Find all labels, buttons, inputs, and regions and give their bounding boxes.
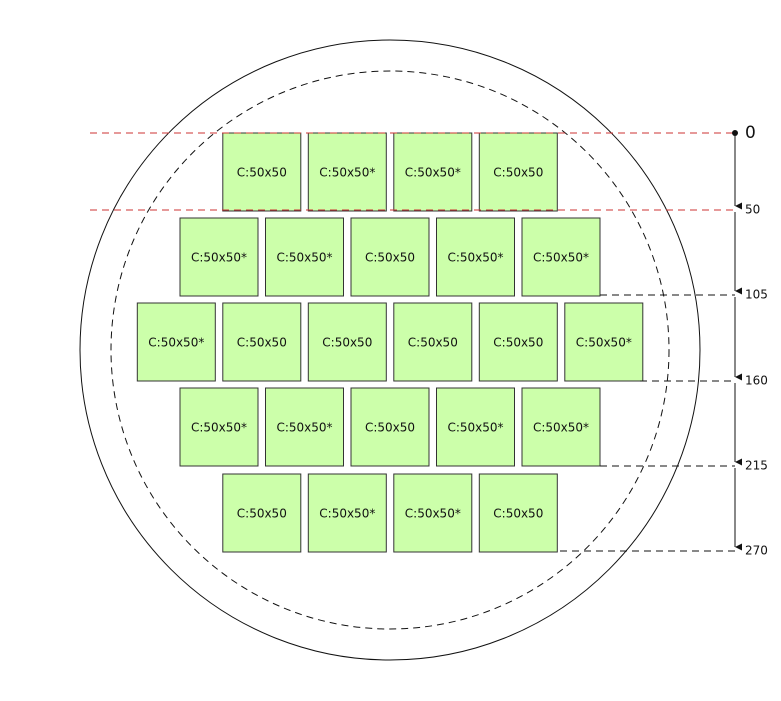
cell-box bbox=[136, 302, 216, 382]
cell: C:50x50* bbox=[136, 302, 216, 382]
cell: C:50x50* bbox=[179, 217, 259, 297]
cell-box bbox=[521, 217, 601, 297]
cell-label: C:50x50* bbox=[576, 336, 632, 350]
cell-box bbox=[222, 302, 302, 382]
cell: C:50x50* bbox=[564, 302, 644, 382]
cell: C:50x50* bbox=[393, 473, 473, 553]
cell-box bbox=[393, 302, 473, 382]
cell-box bbox=[265, 217, 344, 297]
cell-box bbox=[307, 302, 387, 382]
cell-label: C:50x50* bbox=[276, 421, 332, 435]
cell: C:50x50 bbox=[222, 302, 302, 382]
cell: C:50x50* bbox=[307, 473, 387, 553]
cell-label: C:50x50 bbox=[365, 251, 415, 265]
scale-mark-label: 215 bbox=[745, 459, 768, 473]
outer-circle bbox=[79, 39, 701, 661]
cell: C:50x50* bbox=[265, 217, 344, 297]
cell-label: C:50x50* bbox=[148, 336, 204, 350]
cell-box bbox=[478, 473, 558, 553]
inner-dashed-circle bbox=[110, 70, 670, 630]
cell: C:50x50* bbox=[179, 387, 259, 467]
cell: C:50x50* bbox=[436, 387, 515, 467]
cell-label: C:50x50* bbox=[447, 251, 503, 265]
cell-label: C:50x50* bbox=[191, 251, 247, 265]
cell-box bbox=[307, 473, 387, 553]
cell: C:50x50 bbox=[350, 217, 430, 297]
height-scale: 0 50 105 160 215 270 bbox=[732, 123, 768, 558]
cell: C:50x50 bbox=[222, 473, 302, 553]
cell-box bbox=[179, 217, 259, 297]
cell-box bbox=[436, 217, 515, 297]
cell: C:50x50* bbox=[307, 132, 387, 212]
cell-label: C:50x50 bbox=[237, 336, 287, 350]
cell-box bbox=[350, 217, 430, 297]
scale-mark-label: 270 bbox=[745, 544, 768, 558]
cell: C:50x50* bbox=[521, 217, 601, 297]
origin-dot bbox=[732, 130, 738, 136]
cell: C:50x50* bbox=[521, 387, 601, 467]
cell: C:50x50 bbox=[350, 387, 430, 467]
cell-box bbox=[393, 473, 473, 553]
cell-box bbox=[307, 132, 387, 212]
cell: C:50x50 bbox=[222, 132, 302, 212]
cell-box bbox=[564, 302, 644, 382]
cell-label: C:50x50 bbox=[493, 507, 543, 521]
cell-label: C:50x50* bbox=[276, 251, 332, 265]
cell-label: C:50x50 bbox=[322, 336, 372, 350]
cell-box bbox=[436, 387, 515, 467]
scale-mark-label: 50 bbox=[745, 203, 760, 217]
cell: C:50x50 bbox=[478, 132, 558, 212]
cell-label: C:50x50* bbox=[447, 421, 503, 435]
cell-box bbox=[265, 387, 344, 467]
cell-label: C:50x50 bbox=[237, 166, 287, 180]
cell: C:50x50* bbox=[393, 132, 473, 212]
cell-box bbox=[478, 302, 558, 382]
cell-box bbox=[521, 387, 601, 467]
cell-box bbox=[179, 387, 259, 467]
cell-label: C:50x50* bbox=[533, 251, 589, 265]
cell-label: C:50x50 bbox=[365, 421, 415, 435]
cell-box bbox=[393, 132, 473, 212]
cell-label: C:50x50* bbox=[405, 507, 461, 521]
cell-label: C:50x50* bbox=[405, 166, 461, 180]
scale-mark-label: 0 bbox=[745, 123, 756, 143]
cell: C:50x50 bbox=[307, 302, 387, 382]
cell-box bbox=[222, 473, 302, 553]
cell-label: C:50x50 bbox=[408, 336, 458, 350]
scale-mark-label: 105 bbox=[745, 288, 768, 302]
guide-lines bbox=[90, 132, 735, 552]
cell-box bbox=[222, 132, 302, 212]
cell-label: C:50x50* bbox=[319, 166, 375, 180]
cell-label: C:50x50 bbox=[493, 166, 543, 180]
cell: C:50x50 bbox=[478, 473, 558, 553]
scale-mark-label: 160 bbox=[745, 374, 768, 388]
cell-box bbox=[350, 387, 430, 467]
cell-label: C:50x50* bbox=[533, 421, 589, 435]
cell: C:50x50* bbox=[265, 387, 344, 467]
cell: C:50x50 bbox=[478, 302, 558, 382]
cell: C:50x50* bbox=[436, 217, 515, 297]
cell-box bbox=[478, 132, 558, 212]
cell-label: C:50x50 bbox=[237, 507, 287, 521]
cell-label: C:50x50* bbox=[319, 507, 375, 521]
cell-label: C:50x50 bbox=[493, 336, 543, 350]
cell-label: C:50x50* bbox=[191, 421, 247, 435]
cell: C:50x50 bbox=[393, 302, 473, 382]
